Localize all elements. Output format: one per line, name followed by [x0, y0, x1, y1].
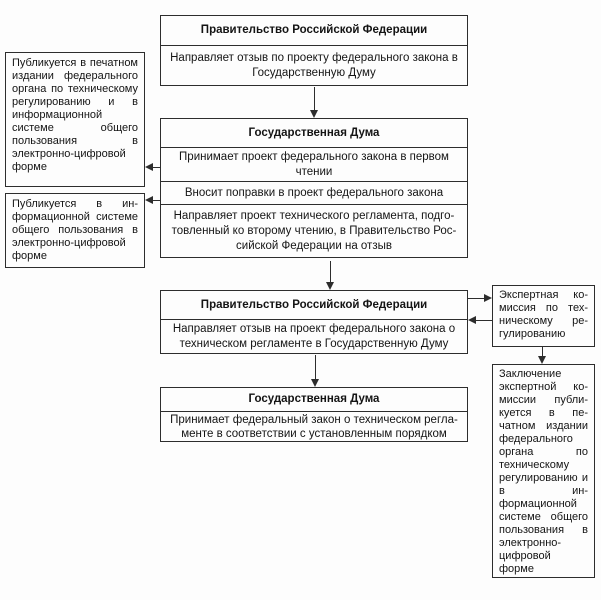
node-duma-1-row-amendments: Вносит поправки в проект федерального за…	[160, 181, 468, 205]
node-duma-2: Государственная Дума Принимает федеральн…	[160, 387, 468, 442]
arrow-expert-to-conclusion-line	[542, 347, 543, 357]
arrow-duma1-to-print-note-head	[145, 163, 153, 171]
node-duma-1-title: Государственная Дума	[160, 118, 468, 148]
note-publish-print: Публикуется в печат­ном издании феде­рал…	[5, 52, 145, 187]
arrow-duma1-to-gov2-head	[326, 282, 334, 290]
node-government-1-title: Правительство Российской Федерации	[160, 15, 468, 46]
arrow-duma1-to-info-note-line	[152, 200, 160, 201]
node-expert-commission: Экспертная ко­миссия по тех­ническому ре…	[492, 285, 595, 347]
node-duma-1-row-first-reading: Принимает проект федерального закона в п…	[160, 147, 468, 182]
arrow-duma1-to-gov2-line	[330, 261, 331, 283]
arrow-expert-to-gov2-line	[476, 320, 492, 321]
node-duma-2-body: Принимает федеральный закон о техническо…	[160, 411, 468, 442]
node-government-1: Правительство Российской Федерации Напра…	[160, 15, 468, 86]
note-publish-info-system: Публикуется в ин­формационной систе­ме о…	[5, 193, 145, 268]
arrow-duma1-to-print-note-line	[152, 167, 160, 168]
node-duma-1-row-send-draft: Направляет проект технического регламент…	[160, 204, 468, 258]
arrow-gov2-to-expert-head	[484, 294, 492, 302]
arrow-expert-to-conclusion-head	[538, 356, 546, 364]
arrow-gov1-to-duma1-head	[310, 110, 318, 118]
node-government-2-title: Правительство Российской Федерации	[160, 290, 468, 320]
arrow-expert-to-gov2-head	[468, 316, 476, 324]
node-government-2-body: Направляет отзыв на проект федерального …	[160, 319, 468, 354]
node-duma-1: Государственная Дума Принимает проект фе…	[160, 118, 468, 258]
node-government-1-body: Направляет отзыв по проекту федерального…	[160, 45, 468, 86]
arrow-gov2-to-expert-line	[468, 298, 485, 299]
node-duma-2-title: Государственная Дума	[160, 387, 468, 412]
arrow-gov2-to-duma2-line	[315, 355, 316, 380]
arrow-gov2-to-duma2-head	[311, 379, 319, 387]
node-government-2: Правительство Российской Федерации Напра…	[160, 290, 468, 354]
arrow-gov1-to-duma1-line	[314, 87, 315, 111]
arrow-duma1-to-info-note-head	[145, 196, 153, 204]
note-expert-conclusion: Заключение экспертной ко­миссии публи­ку…	[492, 364, 595, 578]
